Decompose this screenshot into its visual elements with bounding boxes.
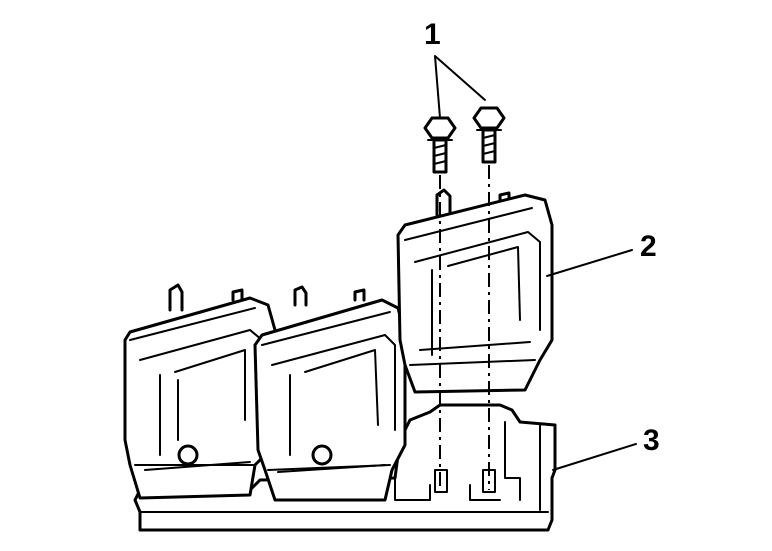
callout-2: 2 — [640, 230, 657, 263]
ignition-coil-left — [123, 283, 277, 500]
bolt-right — [472, 106, 506, 164]
callout-3-leader — [552, 443, 637, 471]
callout-1: 1 — [424, 18, 441, 51]
ignition-coil-middle — [253, 285, 407, 502]
callout-1-leader — [434, 55, 486, 119]
callout-3: 3 — [643, 424, 660, 457]
stud-right — [482, 469, 496, 493]
ignition-coil-right — [396, 188, 554, 394]
bolt-left — [423, 116, 457, 174]
callout-2-leader — [546, 249, 633, 277]
stud-left — [434, 469, 448, 493]
coil-mounting-bracket — [133, 403, 557, 532]
